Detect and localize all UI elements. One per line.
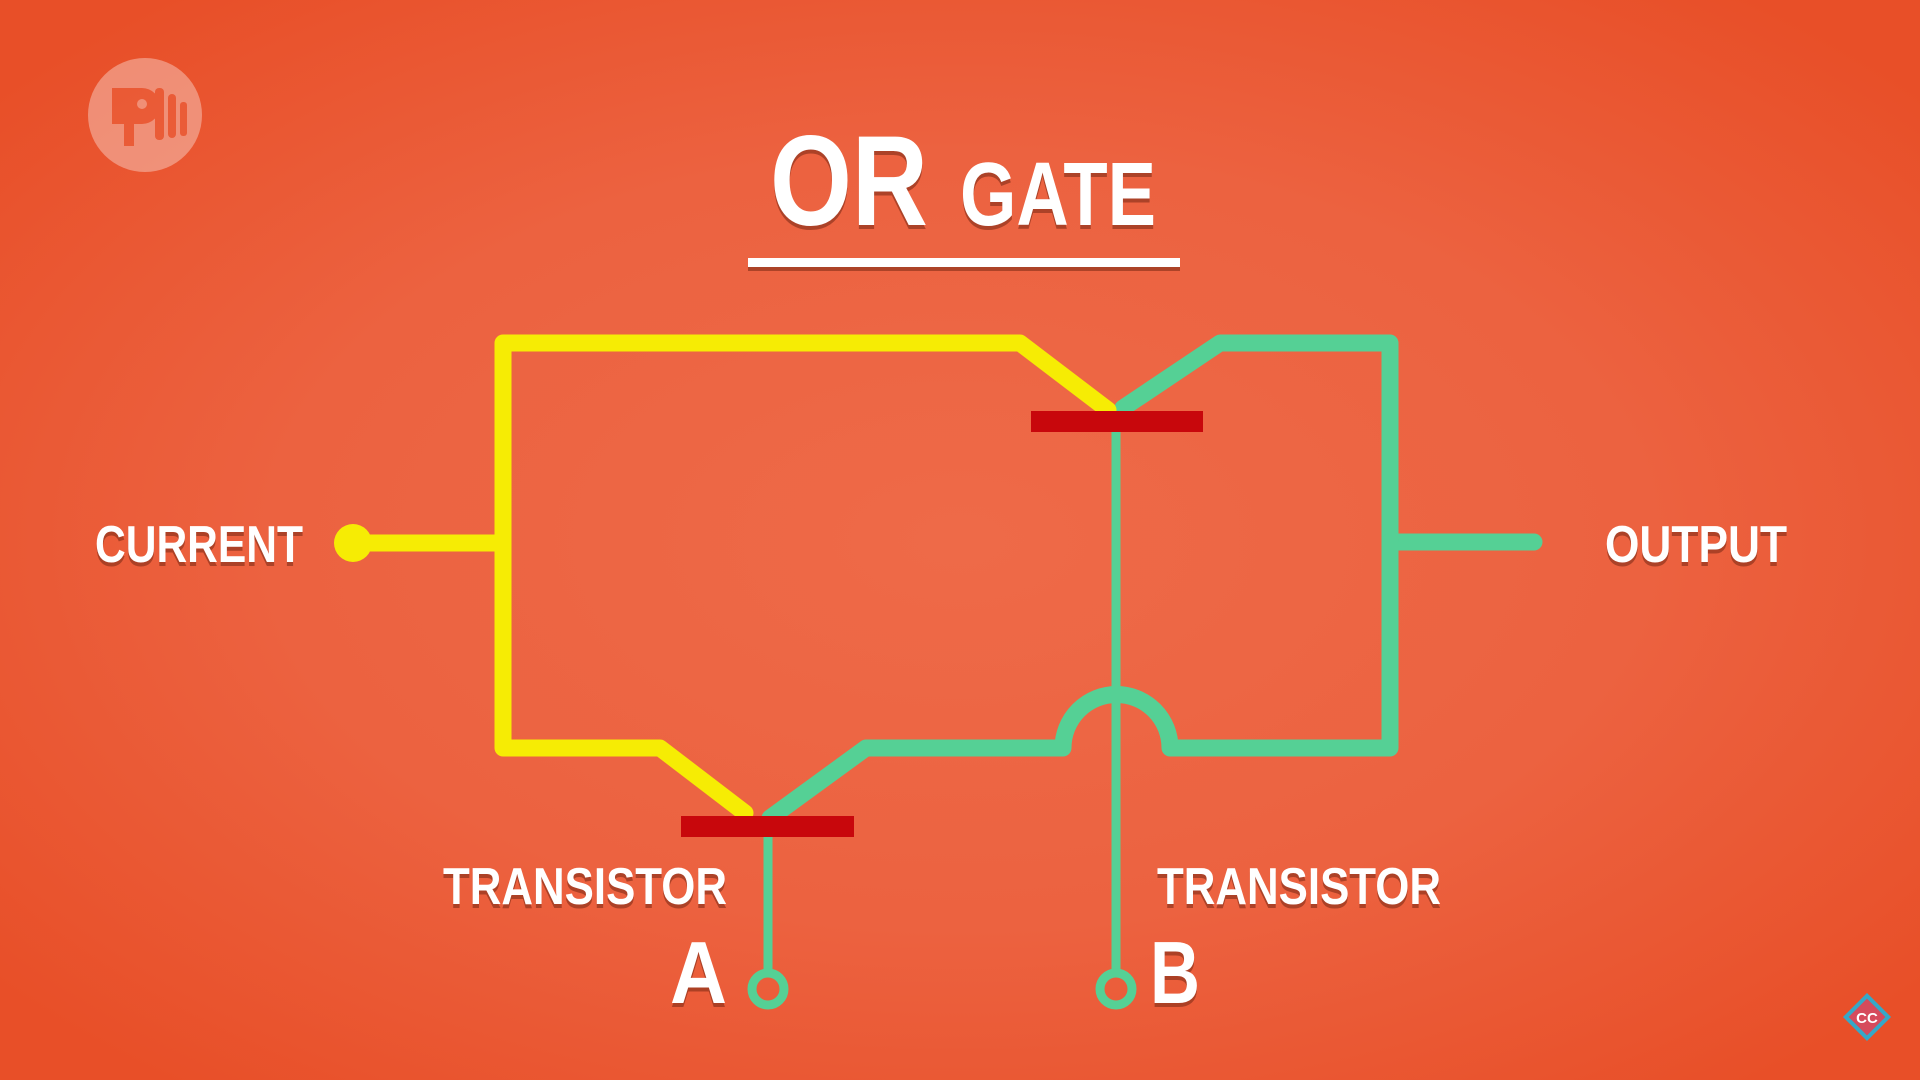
pbs-logo-icon — [88, 58, 202, 172]
wire-b-output-top — [1114, 334, 1543, 551]
transistor-a-letter: A — [670, 923, 727, 1022]
transistor-b — [1031, 411, 1203, 432]
output-label: OUTPUT — [1605, 516, 1787, 574]
wire-to-transistor-a — [494, 534, 754, 822]
active-wires — [346, 334, 1117, 822]
title-underline — [748, 258, 1180, 267]
labels: CURRENT OUTPUT TRANSISTOR A TRANSISTOR B — [95, 516, 1787, 1022]
badge-text: CC — [1856, 1010, 1878, 1027]
transistor-a-label: TRANSISTOR — [443, 858, 727, 916]
title: OR GATE — [770, 110, 1156, 253]
title-or: OR — [770, 110, 928, 253]
wire-to-transistor-b — [494, 334, 1117, 552]
crash-course-badge-icon: CC — [1842, 992, 1892, 1042]
current-label: CURRENT — [95, 516, 303, 574]
transistor-a — [681, 816, 854, 837]
gate-lines — [747, 428, 1137, 1010]
title-gate: GATE — [960, 145, 1156, 245]
input-terminal-b — [1095, 968, 1137, 1010]
input-terminal-a — [747, 968, 789, 1010]
transistor-b-letter: B — [1150, 923, 1200, 1022]
current-source-dot — [334, 524, 372, 562]
transistor-b-label: TRANSISTOR — [1157, 858, 1441, 916]
